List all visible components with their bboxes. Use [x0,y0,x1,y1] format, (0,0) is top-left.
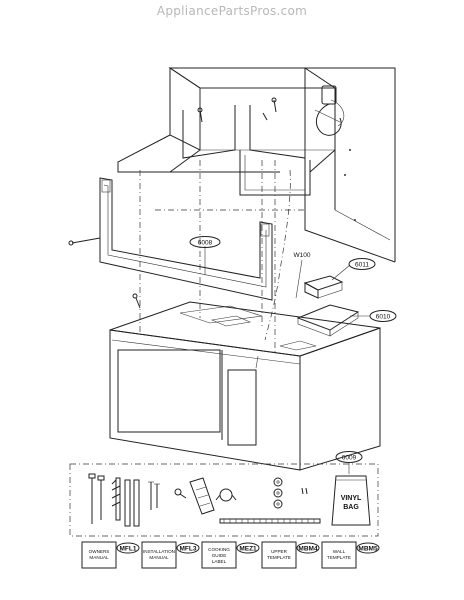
svg-text:LABEL: LABEL [212,559,227,564]
screw [132,293,141,309]
exhaust-damper [303,275,344,299]
svg-text:MANUAL: MANUAL [89,555,109,560]
vinyl-bag-label-line2: BAG [343,504,359,511]
callout-6011 [348,258,376,270]
document-owners-manual: OWNERS MANUAL MFL1 [81,541,140,569]
code-mfl1: MFL1 [120,545,137,552]
damper-plate [296,304,360,337]
code-mbm4: MBM4 [298,545,318,552]
document-cooking-guide-label: COOKING GUIDE LABEL MEZ1 [201,541,260,569]
document-upper-template: UPPER TEMPLATE MBM4 [261,541,320,569]
callout-6008-label: 6008 [198,240,213,247]
callout-6009-label: 6009 [342,455,357,462]
wood-screws [148,481,160,510]
wall-outlet [315,85,345,136]
cord-clamp-bracket [189,477,215,515]
code-mbm5: MBM5 [358,545,378,552]
code-mez1: MEZ1 [239,545,257,552]
svg-text:TEMPLATE: TEMPLATE [327,555,351,560]
code-mfl3: MFL3 [180,545,197,552]
toggle-bolt [174,488,187,499]
callout-6011-label: 6011 [355,262,369,269]
upper-cabinet [117,67,337,196]
hardware-kit-panel [69,463,379,537]
callout-6008 [189,236,221,248]
screw [271,97,277,113]
callout-w100-label: W100 [294,252,311,259]
wall-anchors [111,477,140,527]
spacer-washers [273,477,283,509]
microwave-oven [109,301,381,471]
screw [262,112,268,121]
wall [304,67,396,263]
document-wall-template: WALL TEMPLATE MBM5 [321,541,380,569]
mounting-plate [99,177,273,301]
svg-text:OWNERS: OWNERS [89,549,110,554]
vinyl-bag-label-line1: VINYL [341,495,362,502]
svg-text:UPPER: UPPER [271,549,288,554]
svg-text:GUIDE: GUIDE [212,553,227,558]
svg-text:COOKING: COOKING [208,547,230,552]
document-installation-manual: INSTALLATION MANUAL MFL3 [141,541,200,569]
site-watermark: AppliancePartsPros.com [156,4,308,18]
bolts-group [88,473,105,524]
screw [68,237,101,246]
callout-6010-label: 6010 [376,314,391,321]
power-cord-path [264,169,291,341]
callout-6010 [369,310,397,322]
vinyl-bag: VINYL BAG [331,475,371,526]
screw [197,107,203,123]
edge-trim-strip [219,518,321,524]
small-screws [301,487,308,495]
callout-6009 [335,451,363,463]
svg-text:TEMPLATE: TEMPLATE [267,555,291,560]
svg-text:MANUAL: MANUAL [149,555,169,560]
svg-text:WALL: WALL [333,549,346,554]
svg-text:INSTALLATION: INSTALLATION [143,549,175,554]
cord-clamp [215,488,237,502]
alignment-lines [139,160,305,355]
